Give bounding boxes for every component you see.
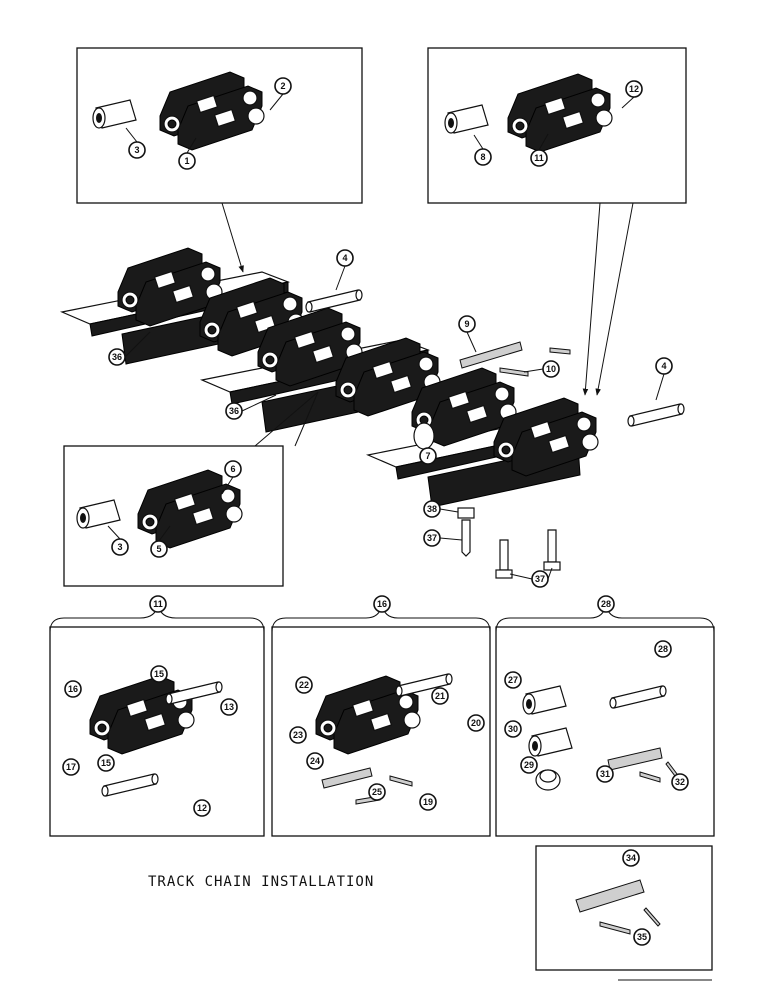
callout-29: 29: [520, 756, 538, 774]
svg-text:9: 9: [464, 319, 469, 329]
svg-text:6: 6: [230, 464, 235, 474]
svg-text:20: 20: [471, 718, 481, 728]
callout-12a: 11: [530, 149, 548, 167]
svg-text:11: 11: [534, 153, 544, 163]
svg-text:25: 25: [372, 787, 382, 797]
svg-text:11: 11: [153, 599, 163, 609]
svg-text:28: 28: [601, 599, 611, 609]
svg-text:19: 19: [423, 797, 433, 807]
callout-38: 38: [423, 500, 441, 518]
callout-10: 10: [542, 360, 560, 378]
callout-3a: 3: [128, 141, 146, 159]
svg-text:31: 31: [600, 769, 610, 779]
callout-8: 8: [474, 148, 492, 166]
callout-12b: 12: [193, 799, 211, 817]
callout-7: 7: [419, 447, 437, 465]
svg-text:12: 12: [629, 84, 639, 94]
callout-36a: 36: [108, 348, 126, 366]
svg-text:15: 15: [154, 669, 164, 679]
group-11-box: [49, 626, 265, 837]
svg-text:13: 13: [224, 702, 234, 712]
callout-4b: 4: [655, 357, 673, 375]
svg-text:15: 15: [101, 758, 111, 768]
svg-text:12: 12: [197, 803, 207, 813]
group-18-box: [271, 626, 491, 837]
svg-text:37: 37: [535, 574, 545, 584]
svg-text:29: 29: [524, 760, 534, 770]
svg-text:38: 38: [427, 504, 437, 514]
callout-27: 27: [504, 671, 522, 689]
callout-37a: 37: [423, 529, 441, 547]
callout-11: 11: [149, 595, 167, 613]
inset-master-link: [76, 47, 363, 204]
page-title: TRACK CHAIN INSTALLATION: [148, 874, 375, 890]
svg-text:22: 22: [299, 680, 309, 690]
svg-text:37: 37: [427, 533, 437, 543]
svg-text:3: 3: [134, 145, 139, 155]
callout-23: 23: [289, 726, 307, 744]
callout-19: 19: [419, 793, 437, 811]
svg-text:28: 28: [658, 644, 668, 654]
callout-32: 32: [671, 773, 689, 791]
callout-22: 22: [295, 676, 313, 694]
callout-30: 30: [504, 720, 522, 738]
svg-text:1: 1: [184, 156, 189, 166]
svg-text:16: 16: [68, 684, 78, 694]
callout-34: 34: [622, 849, 640, 867]
callout-37b: 37: [531, 570, 549, 588]
callout-20: 20: [467, 714, 485, 732]
callout-6: 6: [224, 460, 242, 478]
callout-25: 25: [368, 783, 386, 801]
callout-4a: 4: [336, 249, 354, 267]
svg-text:23: 23: [293, 730, 303, 740]
callout-35: 35: [633, 928, 651, 946]
svg-text:36: 36: [112, 352, 122, 362]
svg-text:16: 16: [377, 599, 387, 609]
group-34-box: [535, 845, 713, 971]
svg-text:30: 30: [508, 724, 518, 734]
svg-text:17: 17: [66, 762, 76, 772]
callout-17: 17: [62, 758, 80, 776]
group-26-box: [495, 626, 715, 837]
svg-text:35: 35: [637, 932, 647, 942]
svg-text:24: 24: [310, 756, 320, 766]
callout-5: 5: [150, 540, 168, 558]
svg-text:7: 7: [425, 451, 430, 461]
callout-18: 16: [373, 595, 391, 613]
inset-link-assembly: [63, 445, 284, 587]
svg-text:5: 5: [156, 544, 161, 554]
callout-31: 31: [596, 765, 614, 783]
callout-9: 9: [458, 315, 476, 333]
callout-28: 28: [654, 640, 672, 658]
callout-1: 1: [178, 152, 196, 170]
callout-13b: 13: [220, 698, 238, 716]
svg-text:21: 21: [435, 691, 445, 701]
callout-13a: 12: [625, 80, 643, 98]
callout-15a: 15: [150, 665, 168, 683]
svg-text:36: 36: [229, 406, 239, 416]
callout-15b: 15: [97, 754, 115, 772]
svg-text:8: 8: [480, 152, 485, 162]
svg-text:3: 3: [117, 542, 122, 552]
svg-text:32: 32: [675, 777, 685, 787]
callout-24: 24: [306, 752, 324, 770]
inset-master-link-alt: [427, 47, 687, 204]
svg-text:27: 27: [508, 675, 518, 685]
svg-text:4: 4: [661, 361, 666, 371]
svg-text:2: 2: [280, 81, 285, 91]
callout-26: 28: [597, 595, 615, 613]
callout-16: 16: [64, 680, 82, 698]
callout-2: 2: [274, 77, 292, 95]
svg-text:4: 4: [342, 253, 347, 263]
main-assembly: [61, 247, 685, 579]
svg-text:34: 34: [626, 853, 636, 863]
callout-21: 21: [431, 687, 449, 705]
callout-36b: 36: [225, 402, 243, 420]
callout-3b: 3: [111, 538, 129, 556]
svg-text:10: 10: [546, 364, 556, 374]
